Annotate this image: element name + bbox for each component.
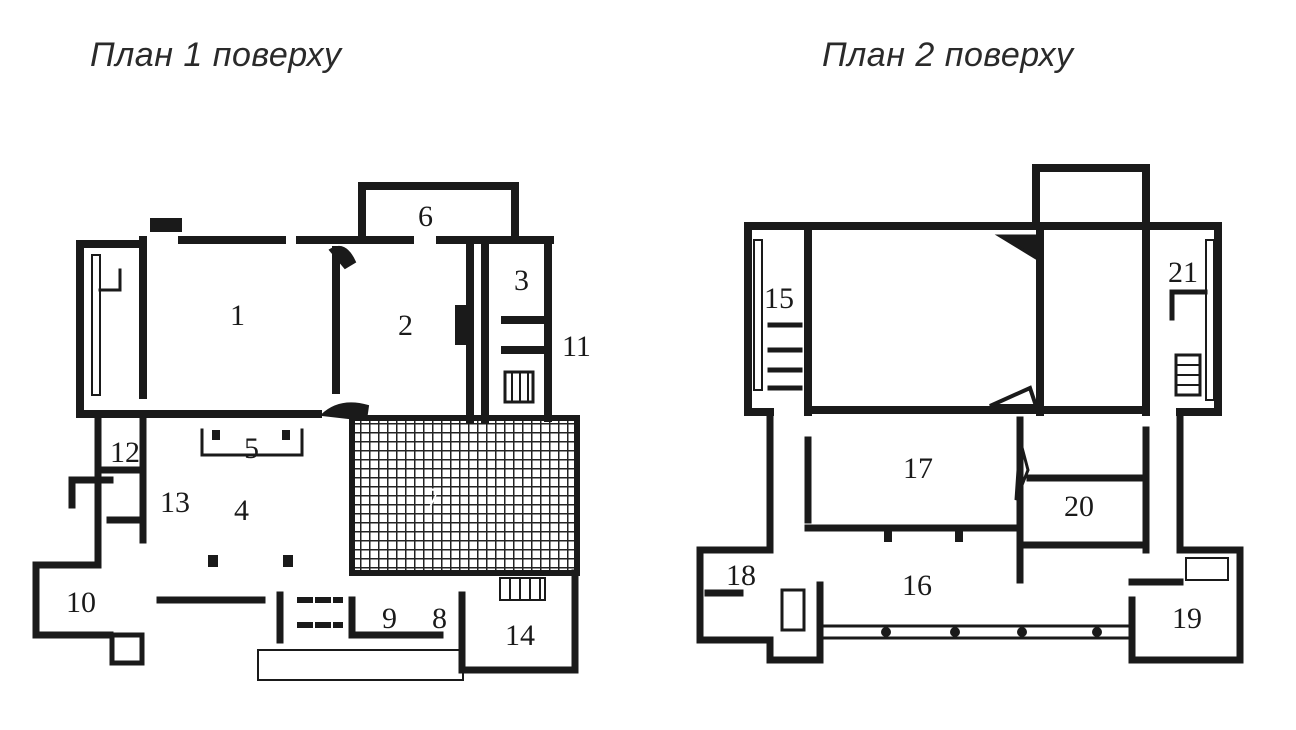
room-label: 3 xyxy=(514,264,529,297)
room-label: 14 xyxy=(505,619,535,652)
floor1-plan xyxy=(32,182,580,681)
room-label: 21 xyxy=(1168,256,1198,289)
room-label: 4 xyxy=(234,494,249,527)
room-label: 2 xyxy=(398,309,413,342)
room-label: 10 xyxy=(66,586,96,619)
floor2-title: План 2 поверху xyxy=(822,36,1074,74)
room-label: 19 xyxy=(1172,602,1202,635)
room-label: 17 xyxy=(903,452,933,485)
room-1-pier xyxy=(150,218,182,232)
room-1-walls xyxy=(76,236,322,418)
room-label: 5 xyxy=(244,432,259,465)
annex-walls xyxy=(68,416,147,564)
room-1-window xyxy=(91,254,101,396)
floor2-middle-walls xyxy=(766,408,1184,584)
room-label: 20 xyxy=(1064,490,1094,523)
room-label: 9 xyxy=(382,602,397,635)
room-label: 13 xyxy=(160,486,190,519)
floor2-outer-walls xyxy=(744,164,1222,416)
room-label: 16 xyxy=(902,569,932,602)
floor2-bottom-walls xyxy=(696,546,1244,664)
room-7-hatch xyxy=(349,415,580,576)
floor1-title: План 1 поверху xyxy=(90,36,342,74)
room-label: 15 xyxy=(764,282,794,315)
room-label: 7 xyxy=(425,482,440,515)
room-label: 6 xyxy=(418,200,433,233)
room-label: 18 xyxy=(726,559,756,592)
room-label: 8 xyxy=(432,602,447,635)
room-label: 1 xyxy=(230,299,245,332)
bottom-wing-walls xyxy=(32,561,579,674)
room-label: 12 xyxy=(110,436,140,469)
floor2-plan xyxy=(696,164,1244,664)
room-labels: 1 2 3 4 5 6 7 8 9 10 11 12 13 14 15 16 1… xyxy=(66,200,1202,652)
room-label: 11 xyxy=(562,330,591,363)
